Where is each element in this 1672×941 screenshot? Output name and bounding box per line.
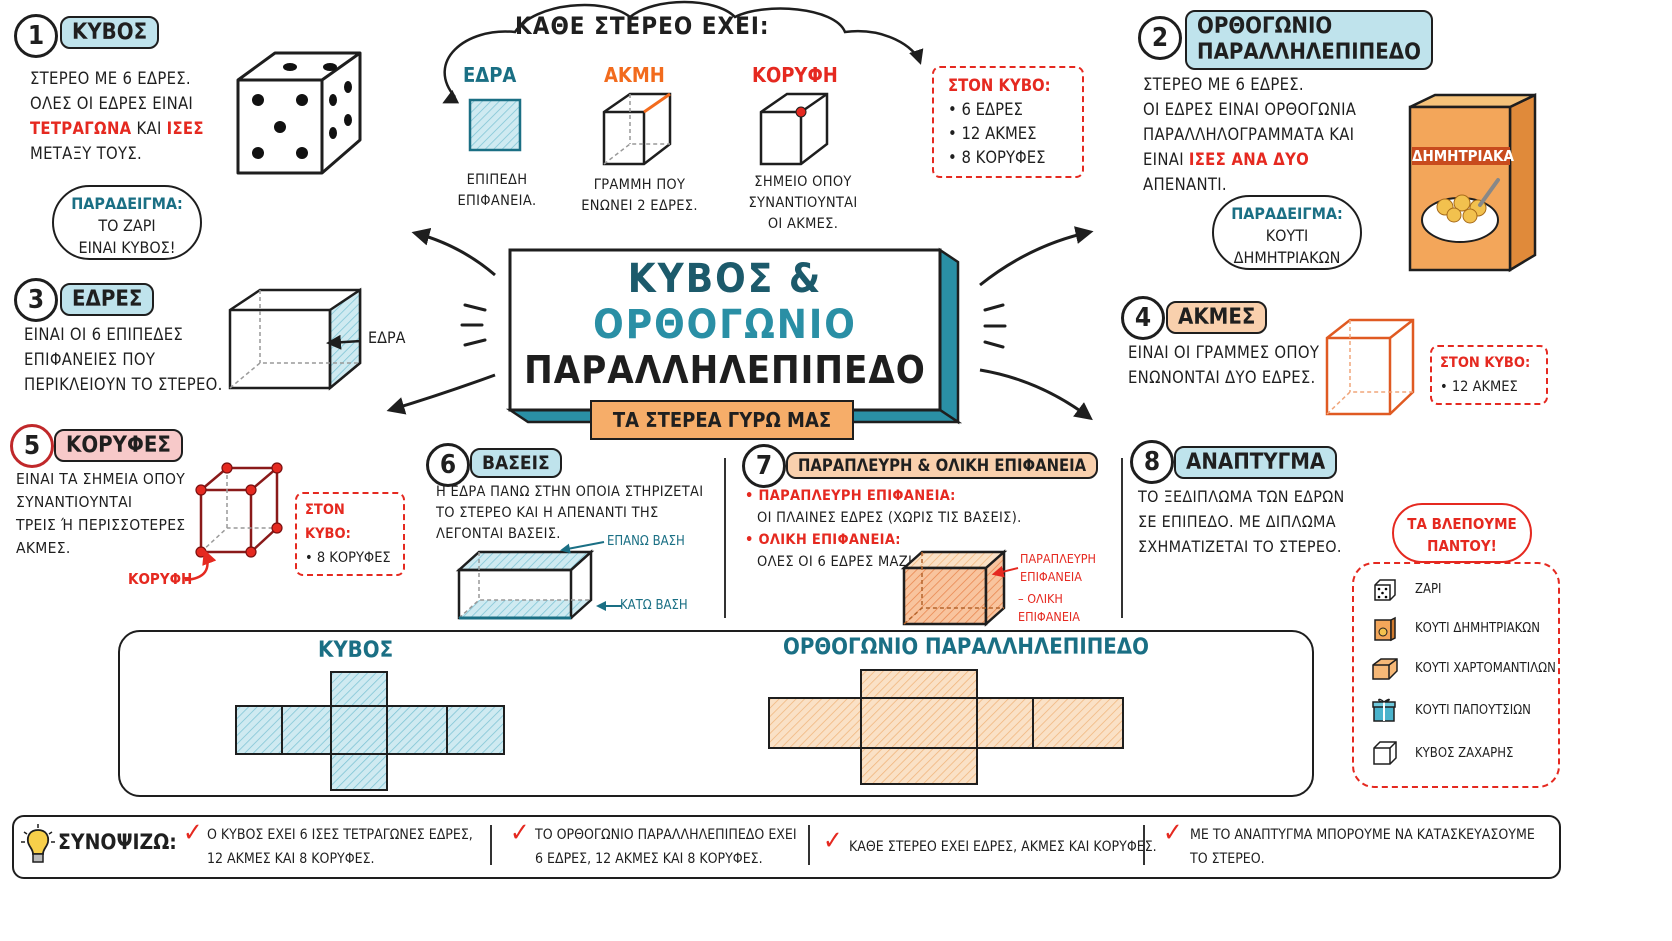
s5-tag: ΚΟΡΥΦΕΣ xyxy=(54,429,183,462)
s4-box: ΣΤΟΝ ΚΥΒΟ: • 12 ΑΚΜΕΣ xyxy=(1430,345,1548,405)
cloud-heading: ΚΑΘΕ ΣΤΕΡΕΟ ΕΧΕΙ: xyxy=(515,12,770,40)
s1-text: ΣΤΕΡΕΟ ΜΕ 6 ΕΔΡΕΣ. ΟΛΕΣ ΟΙ ΕΔΡΕΣ ΕΙΝΑΙ Τ… xyxy=(30,69,204,163)
s7-label-lateral: ΠΑΡΑΠΛΕΥΡΗ ΕΠΙΦΑΝΕΙΑ xyxy=(1020,551,1096,584)
arrow-to-s3 xyxy=(386,373,496,415)
cereal-mini-icon xyxy=(1374,616,1396,642)
summary-divider-2 xyxy=(808,825,810,865)
nets-panel xyxy=(118,630,1314,797)
s6-tag: ΒΑΣΕΙΣ xyxy=(470,448,562,478)
s3-tag: ΕΔΡΕΣ xyxy=(60,283,155,316)
s4-text: ΕΙΝΑΙ ΟΙ ΓΡΑΜΜΕΣ ΟΠΟΥ ΕΝΩΝΟΝΤΑΙ ΔΥΟ ΕΔΡΕ… xyxy=(1128,343,1320,387)
everywhere-list xyxy=(1352,562,1560,788)
s7-label-total: – ΟΛΙΚΗ ΕΠΙΦΑΝΕΙΑ xyxy=(1018,591,1080,624)
s4-tag: ΑΚΜΕΣ xyxy=(1166,301,1268,334)
summary-divider-3 xyxy=(1143,825,1145,865)
s2-text: ΣΤΕΡΕΟ ΜΕ 6 ΕΔΡΕΣ. ΟΙ ΕΔΡΕΣ ΕΙΝΑΙ ΟΡΘΟΓΩ… xyxy=(1143,75,1357,194)
s3-text: ΕΙΝΑΙ ΟΙ 6 ΕΠΙΠΕΔΕΣ ΕΠΙΦΑΝΕΙΕΣ ΠΟΥ ΠΕΡΙΚ… xyxy=(24,325,223,394)
summary-title: ΣΥΝΟΨΙΖΩ: xyxy=(58,830,177,854)
cloud-label-face: ΕΔΡΑ xyxy=(463,63,517,87)
s6-number: 6 xyxy=(426,443,470,487)
face-desc: ΕΠΙΠΕΔΗ ΕΠΙΦΑΝΕΙΑ. xyxy=(457,172,537,209)
title-line3: ΠΑΡΑΛΛΗΛΕΠΙΠΕΔΟ xyxy=(524,348,926,392)
everywhere-item-sugar: ΚΥΒΟΣ ΖΑΧΑΡΗΣ xyxy=(1415,746,1514,761)
cloud-outline xyxy=(442,0,924,104)
sugar-cube-icon xyxy=(1373,741,1397,765)
s8-tag: ΑΝΑΠΤΥΓΜΑ xyxy=(1174,446,1338,479)
divider-7-8 xyxy=(1121,458,1123,618)
cloud-label-edge: ΑΚΜΗ xyxy=(604,63,665,87)
title-line2: ΟΡΘΟΓΩΝΙΟ xyxy=(593,302,857,348)
cereal-box-icon: ΔΗΜΗΤΡΙΑΚΑ xyxy=(1408,93,1540,275)
lightbulb-icon xyxy=(21,824,55,863)
box-net xyxy=(768,669,1124,785)
s6-bottom-label: ΚΑΤΩ ΒΑΣΗ xyxy=(620,598,688,613)
s2-tag: ΟΡΘΟΓΩΝΙΟ ΠΑΡΑΛΛΗΛΕΠΙΠΕΔΟ xyxy=(1185,10,1433,70)
s6-top-label: ΕΠΑΝΩ ΒΑΣΗ xyxy=(607,534,685,549)
s4-number: 4 xyxy=(1121,296,1165,340)
cube-counts-box: ΣΤΟΝ ΚΥΒΟ: • 6 ΕΔΡΕΣ • 12 ΑΚΜΕΣ • 8 ΚΟΡΥ… xyxy=(932,66,1084,178)
net-box-title: ΟΡΘΟΓΩΝΙΟ ΠΑΡΑΛΛΗΛΕΠΙΠΕΔΟ xyxy=(783,635,1149,660)
everywhere-item-shoes: ΚΟΥΤΙ ΠΑΠΟΥΤΣΙΩΝ xyxy=(1415,703,1531,718)
summary-item-1: Ο ΚΥΒΟΣ ΕΧΕΙ 6 ΙΣΕΣ ΤΕΤΡΑΓΩΝΕΣ ΕΔΡΕΣ, 12… xyxy=(207,827,473,867)
summary-bar xyxy=(12,815,1561,879)
vertex-cube xyxy=(759,92,829,166)
s8-number: 8 xyxy=(1130,440,1174,484)
summary-check-1: ✓ xyxy=(183,818,203,848)
title-ribbon: ΤΑ ΣΤΕΡΕΑ ΓΥΡΩ ΜΑΣ xyxy=(590,400,854,440)
s1-tag: ΚΥΒΟΣ xyxy=(60,16,160,49)
everywhere-item-cereal: ΚΟΥΤΙ ΔΗΜΗΤΡΙΑΚΩΝ xyxy=(1415,621,1540,636)
divider-6-7 xyxy=(724,458,726,618)
edge-cube xyxy=(602,92,672,166)
s1-number: 1 xyxy=(14,14,58,58)
surface-box xyxy=(900,549,1008,627)
s3-number: 3 xyxy=(14,278,58,322)
s7-tag: ΠΑΡΑΠΛΕΥΡΗ & ΟΛΙΚΗ ΕΠΙΦΑΝΕΙΑ xyxy=(786,452,1099,479)
everywhere-item-tissues: ΚΟΥΤΙ ΧΑΡΤΟΜΑΝΤΙΛΩΝ xyxy=(1415,661,1556,676)
s7-number: 7 xyxy=(742,444,786,488)
gift-box-icon xyxy=(1372,698,1396,722)
edge-desc: ΓΡΑΜΜΗ ΠΟΥ ΕΝΩΝΕΙ 2 ΕΔΡΕΣ. xyxy=(581,177,698,214)
title-ribbon-text: ΤΑ ΣΤΕΡΕΑ ΓΥΡΩ ΜΑΣ xyxy=(612,408,832,432)
title-line1: ΚΥΒΟΣ & xyxy=(627,256,823,302)
summary-item-4: ΜΕ ΤΟ ΑΝΑΠΤΥΓΜΑ ΜΠΟΡΟΥΜΕ ΝΑ ΚΑΤΑΣΚΕΥΑΣΟΥ… xyxy=(1190,827,1535,867)
s7-text: • ΠΑΡΑΠΛΕΥΡΗ ΕΠΙΦΑΝΕΙΑ: ΟΙ ΠΛΑΙΝΕΣ ΕΔΡΕΣ… xyxy=(745,488,1022,570)
summary-item-3: ΚΑΘΕ ΣΤΕΡΕΟ ΕΧΕΙ ΕΔΡΕΣ, ΑΚΜΕΣ ΚΑΙ ΚΟΡΥΦΕ… xyxy=(849,839,1157,855)
everywhere-item-dice: ΖΑΡΙ xyxy=(1415,582,1442,597)
summary-check-2: ✓ xyxy=(510,818,530,848)
s2-number: 2 xyxy=(1138,16,1182,60)
summary-divider-1 xyxy=(490,825,492,865)
tissue-box-icon xyxy=(1372,658,1398,680)
net-cube-title: ΚΥΒΟΣ xyxy=(318,638,394,663)
bases-box xyxy=(455,549,595,620)
vertices-cube xyxy=(195,462,283,558)
cereal-box-label: ΔΗΜΗΤΡΙΑΚΑ xyxy=(1412,147,1514,165)
s2-bubble: ΠΑΡΑΔΕΙΓΜΑ: ΚΟΥΤΙ ΔΗΜΗΤΡΙΑΚΩΝ xyxy=(1212,195,1362,270)
edges-cube xyxy=(1325,318,1415,416)
s8-text: ΤΟ ΞΕΔΙΠΛΩΜΑ ΤΩΝ ΕΔΡΩΝ ΣΕ ΕΠΙΠΕΔΟ. ΜΕ ΔΙ… xyxy=(1138,487,1345,556)
arrow-to-s4 xyxy=(979,368,1093,421)
s3-pointer-label: ΕΔΡΑ xyxy=(368,328,406,347)
cloud-label-vertex: ΚΟΡΥΦΗ xyxy=(752,63,838,87)
summary-check-4: ✓ xyxy=(1163,818,1183,848)
s5-number: 5 xyxy=(10,424,54,468)
s5-box: ΣΤΟΝ ΚΥΒΟ: • 8 ΚΟΡΥΦΕΣ xyxy=(295,492,405,576)
arrow-to-s2 xyxy=(979,226,1094,287)
faces-cube xyxy=(228,287,362,391)
vertex-desc: ΣΗΜΕΙΟ ΟΠΟΥ ΣΥΝΑΝΤΙΟΥΝΤΑΙ ΟΙ ΑΚΜΕΣ. xyxy=(748,174,858,232)
dice-mini-icon xyxy=(1374,579,1396,601)
s6-text: Η ΕΔΡΑ ΠΑΝΩ ΣΤΗΝ ΟΠΟΙΑ ΣΤΗΡΙΖΕΤΑΙ ΤΟ ΣΤΕ… xyxy=(436,484,704,542)
summary-check-3: ✓ xyxy=(823,826,843,856)
s1-bubble: ΠΑΡΑΔΕΙΓΜΑ: ΤΟ ΖΑΡΙ ΕΙΝΑΙ ΚΥΒΟΣ! xyxy=(52,185,202,260)
s5-text: ΕΙΝΑΙ ΤΑ ΣΗΜΕΙΑ ΟΠΟΥ ΣΥΝΑΝΤΙΟΥΝΤΑΙ ΤΡΕΙΣ… xyxy=(16,470,186,557)
title-banner: ΚΥΒΟΣ & ΟΡΘΟΓΩΝΙΟ ΠΑΡΑΛΛΗΛΕΠΙΠΕΔΟ xyxy=(505,247,963,425)
everywhere-title: ΤΑ ΒΛΕΠΟΥΜΕ ΠΑΝΤΟΥ! xyxy=(1392,503,1532,563)
s5-pointer-label: ΚΟΡΥΦΗ xyxy=(128,570,193,588)
summary-item-2: ΤΟ ΟΡΘΟΓΩΝΙΟ ΠΑΡΑΛΛΗΛΕΠΙΠΕΔΟ ΕΧΕΙ 6 ΕΔΡΕ… xyxy=(535,827,797,867)
face-square xyxy=(468,98,522,152)
dice-icon xyxy=(236,51,362,175)
cube-net xyxy=(235,671,505,791)
